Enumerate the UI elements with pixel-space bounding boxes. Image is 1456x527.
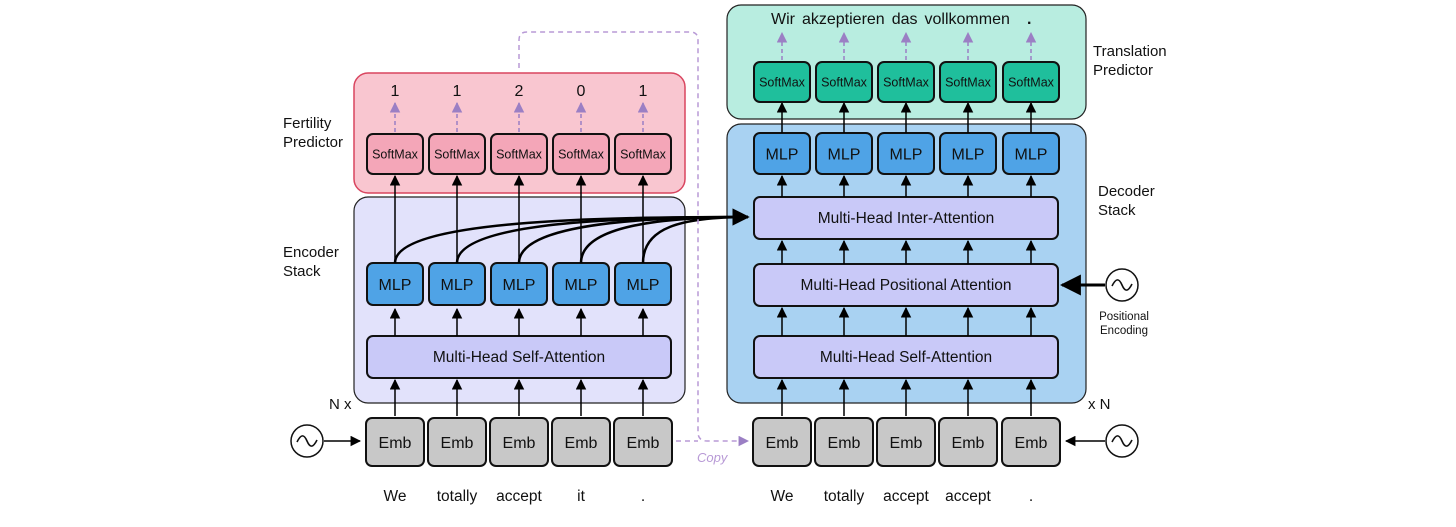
positional-sine-wave <box>1111 279 1133 291</box>
encoder-input-word-4: it <box>577 488 585 505</box>
encoder-input-word-5: . <box>641 488 645 505</box>
fertility-value-1: 1 <box>391 83 400 100</box>
decoder-mlp-4-label: MLP <box>952 146 985 163</box>
translation-softmax-1-label: SoftMax <box>759 76 806 90</box>
decoder-emb-5 <box>1001 417 1061 467</box>
encoder-emb-3 <box>489 417 549 467</box>
encoder-sine-wave <box>296 435 318 447</box>
translation-output-word-4: vollkommen <box>925 11 1010 28</box>
translation-softmax-4 <box>939 61 997 103</box>
fertility-softmax-5 <box>614 133 672 175</box>
encoder-emb-4-label: Emb <box>565 435 598 452</box>
decoder-stack-label-1: Decoder <box>1098 183 1155 200</box>
decoder-input-sine-wave <box>1111 435 1133 447</box>
decoder-emb-1 <box>752 417 812 467</box>
decoder-emb-4-label: Emb <box>952 435 985 452</box>
decoder-positional-attention-label: Multi-Head Positional Attention <box>800 277 1011 294</box>
encoder-repeat-label: N x <box>329 396 352 413</box>
fertility-softmax-1-label: SoftMax <box>372 148 419 162</box>
translation-softmax-3-label: SoftMax <box>883 76 930 90</box>
encoder-emb-4 <box>551 417 611 467</box>
decoder-mlp-3-label: MLP <box>890 146 923 163</box>
decoder-emb-2 <box>814 417 874 467</box>
fertility-softmax-3 <box>490 133 548 175</box>
encoder-emb-5 <box>613 417 673 467</box>
decoder-inter-attention-label: Multi-Head Inter-Attention <box>818 210 995 227</box>
decoder-emb-3-label: Emb <box>890 435 923 452</box>
decoder-self-attention-label: Multi-Head Self-Attention <box>820 349 992 366</box>
translation-output-sentence: Wir akzeptieren das vollkommen. <box>771 11 1031 28</box>
fertility-softmax-1 <box>366 133 424 175</box>
decoder-input-word-3: accept <box>883 488 929 505</box>
encoder-mlp-1-label: MLP <box>379 277 412 294</box>
decoder-input-positional-encoding <box>1064 424 1139 458</box>
encoder-stack-label-2: Stack <box>283 263 321 280</box>
decoder-stack-label-2: Stack <box>1098 202 1136 219</box>
decoder-repeat-label: x N <box>1088 396 1111 413</box>
diagram-columns: Emb MLP SoftMax 1We Emb MLP SoftMax 1 totally Emb… <box>365 11 1061 505</box>
encoder-emb-1 <box>365 417 425 467</box>
translation-output-word-3: das <box>892 11 918 28</box>
copy-label: Copy <box>697 450 729 465</box>
translation-softmax-2 <box>815 61 873 103</box>
translation-output-word-5: . <box>1027 11 1031 28</box>
decoder-emb-3 <box>876 417 936 467</box>
encoder-mlp-5-label: MLP <box>627 277 660 294</box>
decoder-mlp-5-label: MLP <box>1015 146 1048 163</box>
copy-path <box>518 31 750 447</box>
decoder-input-word-1: We <box>771 488 794 505</box>
translation-output-word-2: akzeptieren <box>802 11 885 28</box>
encoder-stack-label-1: Encoder <box>283 244 339 261</box>
decoder-emb-4 <box>938 417 998 467</box>
fertility-predictor-label-1: Fertility <box>283 115 332 132</box>
translation-softmax-5 <box>1002 61 1060 103</box>
positional-encoding-label-1: Positional <box>1099 311 1149 323</box>
fertility-softmax-4-label: SoftMax <box>558 148 605 162</box>
fertility-softmax-2 <box>428 133 486 175</box>
encoder-emb-3-label: Emb <box>503 435 536 452</box>
decoder-mlp-2-label: MLP <box>828 146 861 163</box>
encoder-decoder-curve-5 <box>641 208 750 264</box>
positional-encoding-label-2: Encoding <box>1100 325 1148 337</box>
decoder-input-word-2: totally <box>824 488 865 505</box>
decoder-emb-5-label: Emb <box>1015 435 1048 452</box>
translation-softmax-3 <box>877 61 935 103</box>
translation-output-word-1: Wir <box>771 11 796 28</box>
fertility-softmax-5-label: SoftMax <box>620 148 667 162</box>
fertility-softmax-3-label: SoftMax <box>496 148 543 162</box>
encoder-mlp-3-label: MLP <box>503 277 536 294</box>
fertility-value-2: 1 <box>453 83 462 100</box>
encoder-input-word-3: accept <box>496 488 542 505</box>
translation-softmax-1 <box>753 61 811 103</box>
decoder-input-word-4: accept <box>945 488 991 505</box>
translation-softmax-4-label: SoftMax <box>945 76 992 90</box>
fertility-value-4: 0 <box>577 83 586 100</box>
encoder-input-word-1: We <box>384 488 407 505</box>
translation-predictor-label-1: Translation <box>1093 43 1167 60</box>
encoder-emb-5-label: Emb <box>627 435 660 452</box>
positional-attention-encoding: Positional Encoding <box>1059 268 1149 337</box>
encoder-mlp-4-label: MLP <box>565 277 598 294</box>
encoder-emb-2 <box>427 417 487 467</box>
translation-softmax-2-label: SoftMax <box>821 76 868 90</box>
fertility-value-5: 1 <box>639 83 648 100</box>
decoder-mlp-1-label: MLP <box>766 146 799 163</box>
decoder-emb-2-label: Emb <box>828 435 861 452</box>
encoder-to-decoder-connections <box>393 208 750 264</box>
encoder-emb-1-label: Emb <box>379 435 412 452</box>
encoder-emb-2-label: Emb <box>441 435 474 452</box>
translation-softmax-5-label: SoftMax <box>1008 76 1055 90</box>
decoder-input-word-5: . <box>1029 488 1033 505</box>
encoder-positional-encoding <box>290 424 362 458</box>
fertility-softmax-2-label: SoftMax <box>434 148 481 162</box>
fertility-value-3: 2 <box>515 83 524 100</box>
encoder-input-word-2: totally <box>437 488 478 505</box>
fertility-predictor-label-2: Predictor <box>283 134 343 151</box>
fertility-softmax-4 <box>552 133 610 175</box>
encoder-mlp-2-label: MLP <box>441 277 474 294</box>
decoder-emb-1-label: Emb <box>766 435 799 452</box>
translation-predictor-label-2: Predictor <box>1093 62 1153 79</box>
encoder-self-attention-label: Multi-Head Self-Attention <box>433 349 605 366</box>
